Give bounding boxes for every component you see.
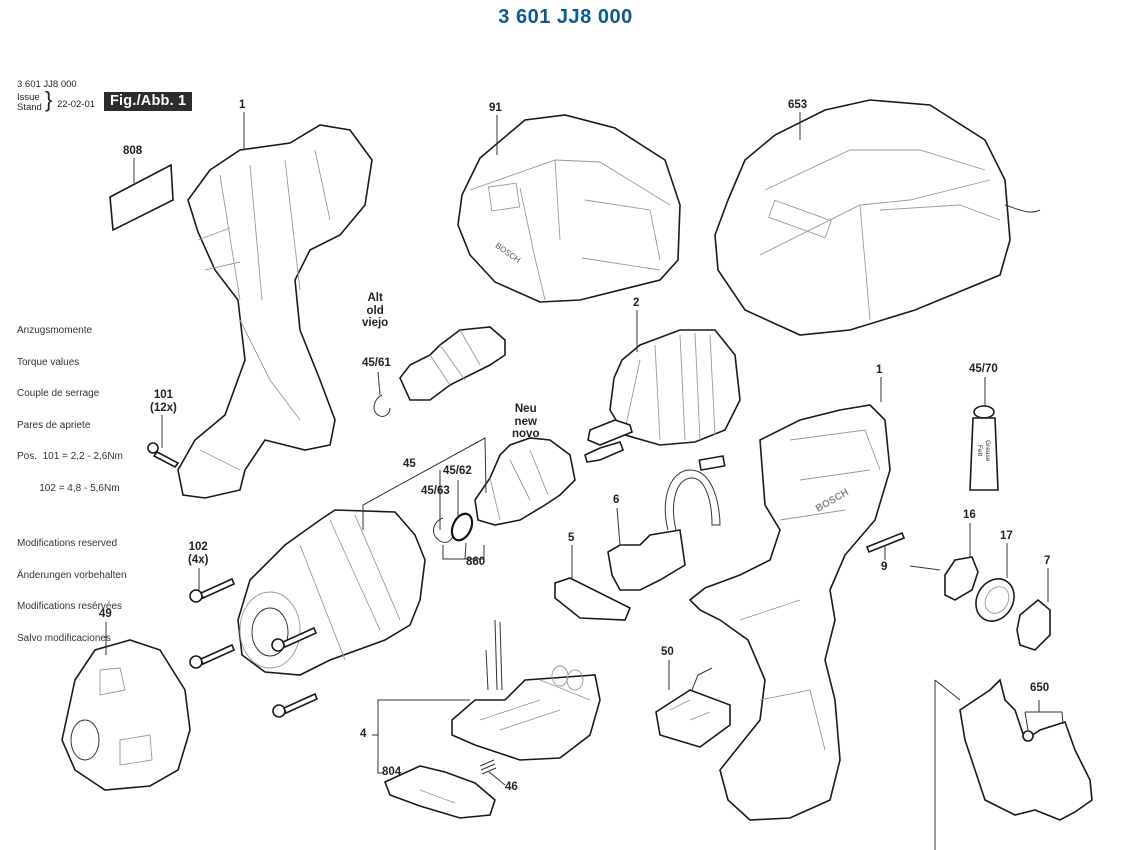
cover-plate-804 bbox=[383, 765, 496, 819]
direction-slider-5 bbox=[554, 577, 632, 621]
modifications-line: Modifications resérvées bbox=[17, 601, 123, 612]
callout-45-61: 45/61 bbox=[362, 357, 391, 369]
torque-line: Torque values bbox=[17, 356, 80, 368]
torque-line: Couple de serrage bbox=[17, 388, 100, 399]
gear-housing bbox=[237, 509, 426, 676]
figure-badge: Fig./Abb. 1 bbox=[104, 92, 193, 111]
modifications-line: Salvo modificaciones bbox=[17, 632, 111, 644]
callout-16: 16 bbox=[963, 509, 976, 521]
callout-50: 50 bbox=[661, 646, 674, 658]
callout-91: 91 bbox=[489, 102, 502, 114]
stand-label: Stand bbox=[17, 102, 42, 113]
retaining-ring-old-45-61 bbox=[373, 394, 391, 417]
callout-6: 6 bbox=[613, 494, 620, 506]
callout-9: 9 bbox=[881, 561, 888, 573]
old-version-label: Alt old viejo bbox=[362, 292, 389, 329]
new-version-label: Neu new novo bbox=[512, 403, 540, 440]
callout-102: 102 (4x) bbox=[188, 541, 209, 566]
torque-line: Pos. 101 = 2,2 - 2,6Nm bbox=[17, 451, 123, 462]
cap-7 bbox=[1016, 598, 1051, 651]
grease-label: Grease bbox=[984, 440, 991, 462]
housing-half-right: BOSCH bbox=[688, 404, 891, 821]
callout-45-62: 45/62 bbox=[443, 465, 472, 477]
callout-650: 650 bbox=[1030, 682, 1050, 694]
part-number-title: 3 601 JJ8 000 bbox=[498, 6, 633, 28]
belt-clip-650 bbox=[959, 678, 1093, 821]
callout-49: 49 bbox=[99, 608, 112, 620]
modifications-line: Modifications reserved bbox=[17, 538, 118, 549]
callout-45-70: 45/70 bbox=[969, 363, 998, 375]
callout-101: 101 (12x) bbox=[150, 389, 177, 414]
charger-653 bbox=[714, 99, 1041, 336]
callout-804: 804 bbox=[382, 766, 402, 778]
spring-46 bbox=[479, 759, 497, 775]
display-module-50 bbox=[655, 667, 731, 748]
callout-7: 7 bbox=[1044, 555, 1051, 567]
callout-46: 46 bbox=[505, 781, 518, 793]
callout-17: 17 bbox=[1000, 530, 1013, 542]
modifications-block: Modifications reserved Änderungen vorbeh… bbox=[17, 518, 127, 655]
torque-line: 102 = 4,8 - 5,6Nm bbox=[17, 482, 120, 494]
battery-pack-91: BOSCH bbox=[457, 114, 681, 303]
fett-label: Fett bbox=[976, 445, 983, 456]
electronics-module-4 bbox=[451, 619, 601, 761]
screw-102 bbox=[189, 577, 319, 718]
new-drive-shaft bbox=[474, 437, 576, 526]
issue-labels: Issue Stand bbox=[17, 93, 42, 113]
torque-line: Anzugsmomente bbox=[17, 325, 93, 336]
callout-653: 653 bbox=[788, 99, 808, 111]
brace-icon: } bbox=[45, 87, 53, 112]
ring-17 bbox=[975, 578, 1015, 622]
callout-4: 4 bbox=[360, 728, 367, 740]
callout-808: 808 bbox=[123, 145, 143, 157]
housing-half-left bbox=[177, 124, 373, 499]
nameplate-9 bbox=[865, 531, 906, 554]
callout-45-63: 45/63 bbox=[421, 485, 450, 497]
part-number-small: 3 601 JJ8 000 bbox=[17, 79, 77, 90]
retaining-ring-45-63 bbox=[433, 517, 454, 543]
torque-line: Pares de apriete bbox=[17, 419, 91, 431]
torque-values-block: Anzugsmomente Torque values Couple de se… bbox=[17, 305, 123, 505]
issue-date: 22-02-01 bbox=[57, 99, 96, 110]
callout-860: 860 bbox=[466, 556, 486, 568]
callout-1-right: 1 bbox=[876, 364, 883, 376]
leader-lines bbox=[105, 112, 1064, 850]
cover-16 bbox=[944, 556, 979, 601]
label-plate-808 bbox=[109, 163, 174, 232]
callout-45: 45 bbox=[403, 458, 416, 470]
callout-5: 5 bbox=[568, 532, 575, 544]
switch-6 bbox=[607, 455, 726, 591]
issue-label: Issue bbox=[17, 92, 40, 103]
screw-101 bbox=[147, 442, 180, 469]
callout-1: 1 bbox=[239, 99, 246, 111]
o-ring-45-62 bbox=[450, 512, 474, 542]
front-cap-49 bbox=[61, 639, 191, 791]
old-drive-shaft bbox=[399, 326, 506, 401]
motor-2 bbox=[584, 329, 741, 463]
callout-2: 2 bbox=[633, 297, 640, 309]
modifications-line: Änderungen vorbehalten bbox=[17, 569, 127, 581]
grease-tube-45-70: Grease Fett bbox=[969, 405, 999, 491]
